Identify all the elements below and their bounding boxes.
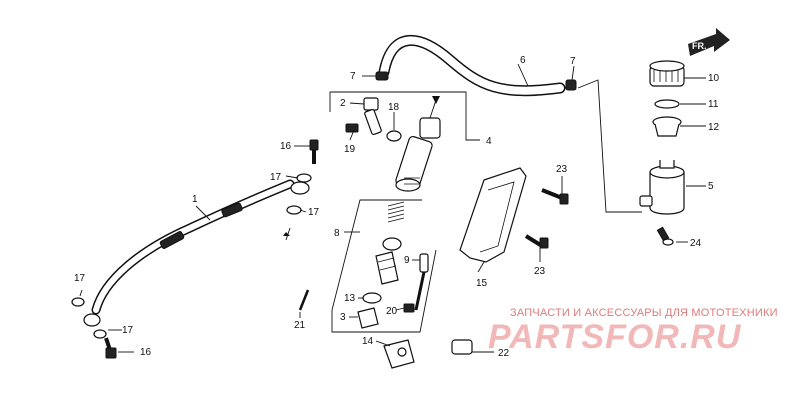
joint-screw: [345, 123, 359, 133]
watermark-brand: PARTSFOR.RU: [488, 318, 742, 356]
o-ring: [386, 130, 402, 142]
callout-22: 22: [498, 348, 510, 359]
callout-12: 12: [708, 122, 720, 133]
banjo-bolt-upper: [309, 139, 319, 164]
callout-7-right: 7: [570, 56, 576, 67]
reservoir-cap: [649, 60, 685, 87]
sealing-washer-d: [93, 329, 107, 339]
watermark: ЗАПЧАСТИ И АКСЕССУАРЫ ДЛЯ МОТОТЕХНИКИ PA…: [488, 307, 778, 356]
callout-14: 14: [362, 336, 374, 347]
callout-23-upper: 23: [556, 164, 568, 175]
callout-18: 18: [388, 102, 400, 113]
hose-clip-left: [375, 71, 389, 81]
guard-bolt-upper: [541, 188, 569, 205]
primary-cup: [382, 237, 402, 251]
callout-19: 19: [344, 144, 356, 155]
callout-21: 21: [294, 320, 306, 331]
callout-24: 24: [690, 238, 702, 249]
callout-17-b: 17: [308, 207, 320, 218]
hose-eye-upper: [290, 181, 310, 195]
hose-eye-lower: [83, 313, 101, 327]
callout-15: 15: [476, 278, 488, 289]
callout-3: 3: [340, 312, 346, 323]
piston-boot: [357, 307, 379, 329]
cotter-pin: [298, 289, 310, 311]
callout-6: 6: [520, 55, 526, 66]
reservoir-diaphragm-plate: [654, 99, 680, 109]
master-cylinder-guard: [459, 167, 527, 263]
front-marker-text: FR.: [692, 41, 707, 51]
reservoir-bolt: [656, 226, 674, 246]
front-direction-arrow: FR.: [688, 28, 730, 56]
reservoir-diaphragm: [652, 116, 682, 137]
guard-bolt-lower: [524, 234, 549, 249]
callout-8: 8: [334, 228, 340, 239]
clevis-pin: [451, 339, 473, 355]
hose-clip-right: [565, 79, 577, 91]
callout-16-lower: 16: [140, 347, 152, 358]
callout-labels: 1 2 3 4 5 6 7 7 8 9 10 11 12 13 14 15 16…: [74, 55, 720, 359]
hose-joint: [363, 97, 382, 136]
callout-2: 2: [340, 98, 346, 109]
callout-17-d: 17: [122, 325, 134, 336]
lock-nut: [403, 303, 415, 313]
sealing-washer-a: [296, 173, 312, 183]
callout-5: 5: [708, 181, 714, 192]
rear-brake-reservoir: [639, 160, 685, 215]
callout-7-left: 7: [350, 71, 356, 82]
secondary-cup: [362, 292, 382, 304]
push-rod: [414, 253, 429, 311]
hose-sleeve-upper: [221, 202, 243, 218]
callout-4: 4: [486, 136, 492, 147]
banjo-bolt-lower: [104, 337, 117, 359]
piston: [375, 251, 399, 285]
callout-17-a: 17: [270, 172, 282, 183]
master-cylinder-body: [395, 117, 441, 192]
clevis: [383, 339, 415, 369]
callout-13: 13: [344, 293, 356, 304]
callout-17-c: 17: [74, 273, 86, 284]
reservoir-hose: [378, 34, 566, 97]
callout-11: 11: [708, 99, 719, 110]
callout-10: 10: [708, 73, 720, 84]
leader-lines: [79, 63, 706, 353]
callout-20: 20: [386, 306, 398, 317]
callout-16-upper: 16: [280, 141, 292, 152]
hose-sleeve: [159, 231, 185, 249]
callout-1: 1: [192, 194, 198, 205]
piston-spring: [387, 201, 405, 223]
sealing-washer-b: [286, 205, 302, 215]
callout-23-lower: 23: [534, 266, 546, 277]
callout-9: 9: [404, 255, 410, 266]
watermark-subtitle: ЗАПЧАСТИ И АКСЕССУАРЫ ДЛЯ МОТОТЕХНИКИ: [510, 307, 778, 319]
sealing-washer-c: [71, 297, 85, 307]
